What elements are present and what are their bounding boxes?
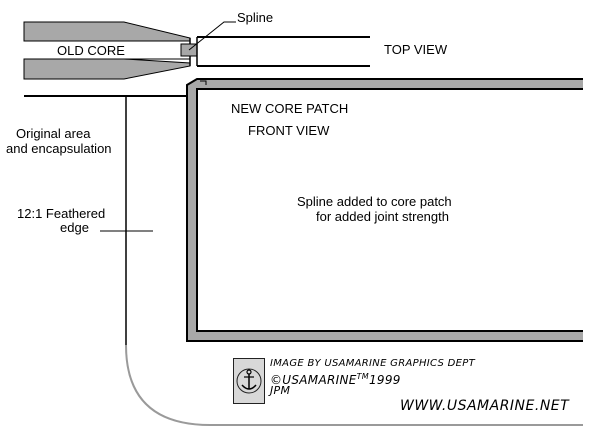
spline-label: Spline (237, 10, 274, 25)
old-core-section (23, 21, 191, 80)
old-core-top-laminate (23, 21, 191, 42)
original-area-label-line1: Original area (16, 126, 91, 141)
anchor-logo (233, 358, 265, 404)
credit-copyright: ©USAMARINE (270, 373, 357, 387)
new-core-top-view (196, 36, 370, 67)
spline-leader (188, 21, 236, 51)
feathered-edge-label-line1: 12:1 Feathered (17, 206, 106, 221)
credit-tm: TM (356, 372, 369, 381)
original-area-label-line2: and encapsulation (6, 141, 112, 156)
feathered-edge-label-line2: edge (60, 220, 89, 235)
website-link[interactable]: WWW.USAMARINE.NET (400, 398, 570, 414)
front-view-label: FRONT VIEW (248, 123, 330, 138)
spline-note-line2: for added joint strength (316, 209, 449, 224)
old-core-label: OLD CORE (57, 43, 125, 58)
credit-line2: ©USAMARINETM1999 (270, 371, 401, 386)
new-core-patch-label: NEW CORE PATCH (231, 101, 349, 116)
new-core-front-view (186, 78, 583, 342)
anchor-icon (236, 368, 262, 394)
credit-line3: JPM (270, 384, 291, 397)
old-core-bottom-laminate (23, 58, 191, 80)
top-view-label: TOP VIEW (384, 42, 448, 57)
credit-line1: IMAGE BY USAMARINE GRAPHICS DEPT (270, 358, 475, 369)
spline-note-line1: Spline added to core patch (297, 194, 452, 209)
credit-year: 1999 (369, 373, 401, 387)
feathered-edge (100, 96, 583, 426)
